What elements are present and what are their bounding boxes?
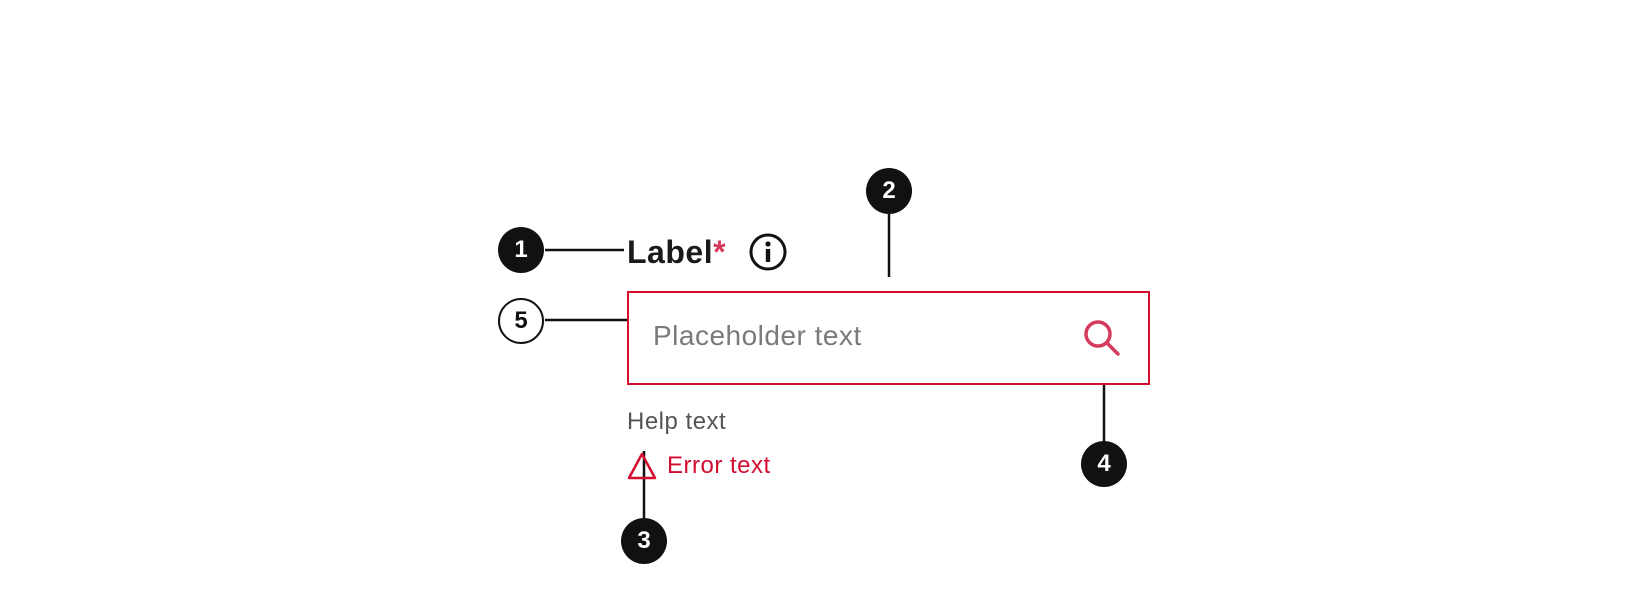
warning-triangle-icon — [627, 452, 657, 480]
error-text: Error text — [667, 452, 771, 479]
required-mark: * — [713, 234, 727, 270]
field-label-text: Label — [627, 234, 714, 270]
error-message: Error text — [627, 452, 771, 480]
search-input[interactable]: Placeholder text — [627, 291, 1150, 385]
marker-5: 5 — [498, 298, 544, 344]
help-text: Help text — [627, 408, 727, 435]
marker-4: 4 — [1081, 441, 1127, 487]
marker-2: 2 — [866, 168, 912, 214]
search-icon[interactable] — [1082, 318, 1122, 358]
search-input-placeholder: Placeholder text — [653, 320, 862, 351]
field-label: Label* — [627, 233, 726, 271]
info-icon[interactable] — [748, 232, 788, 272]
marker-3: 3 — [621, 518, 667, 564]
marker-1: 1 — [498, 227, 544, 273]
